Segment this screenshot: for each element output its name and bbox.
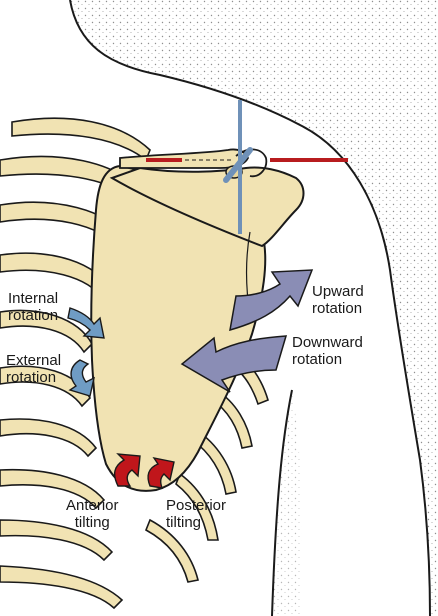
rib-8 — [0, 468, 106, 510]
anterior-tilting-arrow — [113, 453, 141, 487]
rib-right-4 — [175, 472, 219, 541]
motion-axes — [146, 100, 348, 234]
internal-rotation-label: Internal rotation — [8, 290, 59, 324]
body-outline — [69, 0, 438, 616]
external-rotation-arrow — [68, 359, 96, 397]
posterior-tilting-arrow — [147, 456, 175, 489]
rib-6 — [0, 365, 91, 408]
anterior-tilting-label: Anterior tilting — [66, 497, 119, 531]
rib-5 — [0, 309, 93, 354]
rib-right-5 — [144, 518, 199, 583]
scapula — [90, 148, 305, 492]
external-rotation-label: External rotation — [6, 352, 62, 386]
rib-right-3 — [191, 428, 237, 495]
upward-rotation-label: Upward rotation — [312, 283, 364, 317]
downward-rotation-label: Downward rotation — [292, 334, 363, 368]
posterior-tilting-label: Posterior tilting — [166, 497, 227, 531]
rib-7 — [0, 418, 98, 458]
downward-rotation-arrow — [180, 335, 288, 393]
rib-10 — [0, 565, 124, 610]
internal-rotation-arrow — [67, 307, 105, 339]
oblique-axis — [223, 147, 253, 183]
upward-rotation-arrow — [229, 269, 314, 332]
rib-cage — [0, 117, 269, 610]
rib-1 — [11, 117, 151, 162]
rib-9 — [0, 519, 114, 562]
